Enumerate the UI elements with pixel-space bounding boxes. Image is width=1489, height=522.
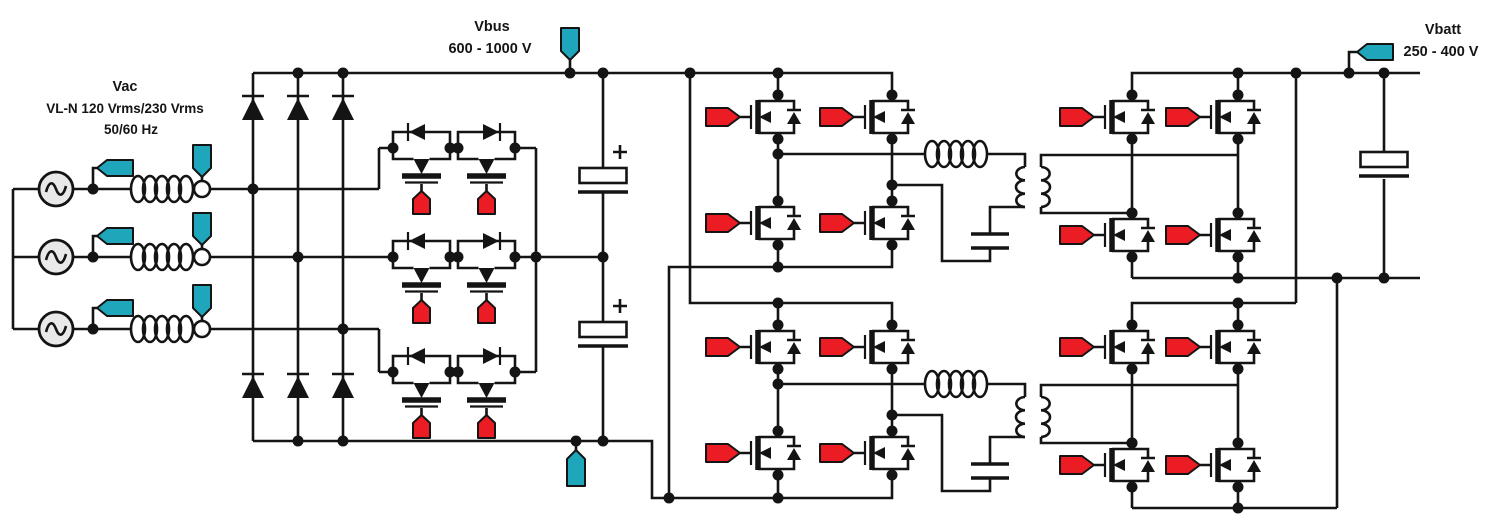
vbus-title: Vbus <box>474 19 509 35</box>
voltage-probe-icon <box>192 144 212 178</box>
transformer-winding-icon <box>1014 165 1027 209</box>
mosfet-switch-icon <box>706 196 801 251</box>
mosfet-switch-icon <box>1060 90 1155 145</box>
vbatt-range: 250 - 400 V <box>1404 44 1479 60</box>
bidirectional-switch-icon <box>453 232 521 323</box>
input-inductor-icon <box>129 174 195 204</box>
bus-capacitor-icon <box>576 166 630 194</box>
diode-icon <box>285 94 311 122</box>
mosfet-switch-icon <box>706 426 801 481</box>
mosfet-switch-icon <box>820 196 915 251</box>
bus-capacitor-icon <box>576 320 630 348</box>
mosfet-switch-icon <box>1166 320 1261 375</box>
bidirectional-switch-icon <box>388 347 456 438</box>
mosfet-switch-icon <box>1060 438 1155 493</box>
mosfet-switch-icon <box>1060 208 1155 263</box>
vac-frequency: 50/60 Hz <box>104 122 158 137</box>
diode-bridge-rectifier <box>240 71 894 500</box>
diode-icon <box>330 372 356 400</box>
mosfet-switch-icon <box>1166 438 1261 493</box>
transformer-winding-icon <box>1014 395 1027 439</box>
plus-polarity-mark <box>613 145 627 313</box>
label-vbatt: Vbatt 250 - 400 V <box>1404 22 1479 60</box>
mosfet-switch-icon <box>820 320 915 375</box>
bidirectional-switch-icon <box>453 123 521 214</box>
voltage-probe-icon <box>96 159 134 177</box>
input-inductor-icon <box>129 314 195 344</box>
battery-output <box>1294 43 1411 508</box>
ac-source-icon <box>37 310 75 348</box>
diode-icon <box>285 372 311 400</box>
mosfet-switch-icon <box>706 320 801 375</box>
vac-title: Vac <box>113 79 138 95</box>
vbus-neg-probe-icon <box>566 449 586 487</box>
voltage-probe-icon <box>192 212 212 246</box>
bidirectional-switch-icon <box>388 123 456 214</box>
mosfet-switch-icon <box>1060 320 1155 375</box>
mosfet-switch-icon <box>820 426 915 481</box>
bidirectional-switch-bank <box>379 123 538 438</box>
voltage-probe-icon <box>96 227 134 245</box>
label-vac: Vac VL-N 120 Vrms/230 Vrms 50/60 Hz <box>46 79 204 137</box>
ac-input-stage <box>11 144 603 372</box>
bidirectional-switch-icon <box>388 232 456 323</box>
mosfet-switch-icon <box>820 90 915 145</box>
mosfet-switch-icon <box>706 90 801 145</box>
resonant-capacitor-icon <box>971 232 1009 250</box>
mosfet-switch-icon <box>1166 90 1261 145</box>
vbus-probe-icon <box>560 27 580 61</box>
transformer-winding-icon <box>1039 395 1052 439</box>
diode-icon <box>240 94 266 122</box>
dcdc-converter-top <box>667 71 1420 498</box>
input-inductor-icon <box>129 242 195 272</box>
resonant-inductor-icon <box>923 369 989 399</box>
label-vbus: Vbus 600 - 1000 V <box>448 19 531 57</box>
vbatt-probe-icon <box>1356 43 1394 61</box>
resonant-inductor-icon <box>923 139 989 169</box>
output-capacitor-icon <box>1357 150 1411 178</box>
diode-icon <box>330 94 356 122</box>
mosfet-switch-icon <box>1166 208 1261 263</box>
current-sensor-icon <box>192 179 212 199</box>
bidirectional-switch-icon <box>453 347 521 438</box>
current-sensor-icon <box>192 319 212 339</box>
ac-source-icon <box>37 170 75 208</box>
vbatt-title: Vbatt <box>1425 22 1461 38</box>
junction-dots <box>87 67 1390 514</box>
vac-voltage: VL-N 120 Vrms/230 Vrms <box>46 101 204 116</box>
resonant-capacitor-icon <box>971 462 1009 480</box>
current-sensor-icon <box>192 247 212 267</box>
transformer-winding-icon <box>1039 165 1052 209</box>
vbus-range: 600 - 1000 V <box>448 41 531 57</box>
ac-source-icon <box>37 238 75 276</box>
diode-icon <box>240 372 266 400</box>
voltage-probe-icon <box>96 299 134 317</box>
voltage-probe-icon <box>192 284 212 318</box>
